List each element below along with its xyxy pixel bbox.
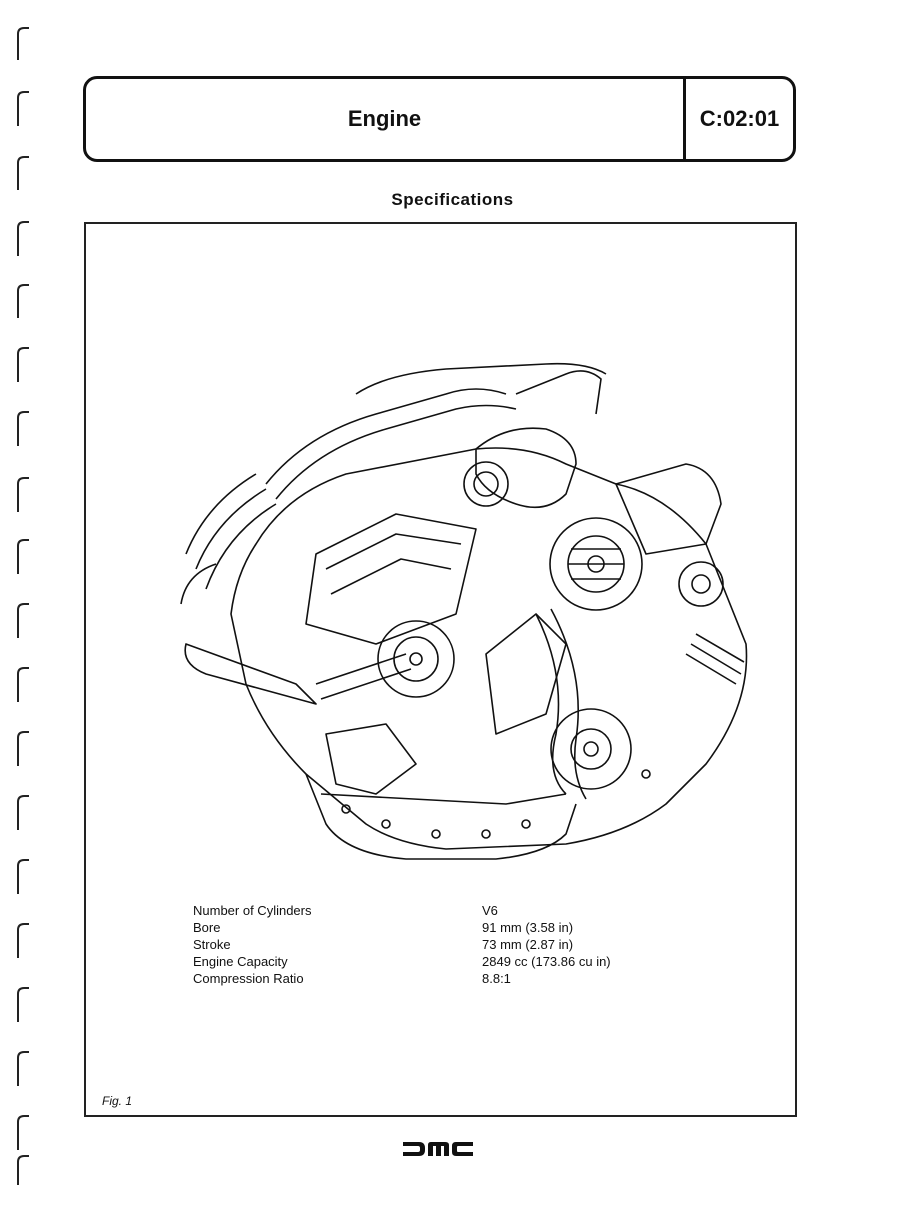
page-title: Engine <box>347 106 422 131</box>
spec-value: 8.8:1 <box>482 971 511 986</box>
spec-row: Stroke 73 mm (2.87 in) <box>193 936 611 953</box>
spec-row: Bore 91 mm (3.58 in) <box>193 919 611 936</box>
spec-label: Compression Ratio <box>193 971 304 986</box>
section-code: C:02:01 <box>699 106 780 131</box>
spec-value: 73 mm (2.87 in) <box>482 937 574 952</box>
spec-label: Number of Cylinders <box>193 903 312 918</box>
spec-value: V6 <box>482 903 498 918</box>
spec-label: Bore <box>193 920 221 935</box>
binder-hooks-graphic <box>17 27 29 1185</box>
spec-value: 2849 cc (173.86 cu in) <box>482 954 611 969</box>
section-title: Specifications <box>391 190 514 209</box>
header-box: Engine C:02:01 <box>83 76 796 162</box>
spec-row: Compression Ratio 8.8:1 <box>193 970 611 987</box>
figure-box: Number of Cylinders V6 Bore 91 mm (3.58 … <box>84 222 797 1117</box>
spec-value: 91 mm (3.58 in) <box>482 920 574 935</box>
figure-caption: Fig. 1 <box>102 1094 133 1108</box>
spec-row: Engine Capacity 2849 cc (173.86 cu in) <box>193 953 611 970</box>
engine-illustration <box>180 362 748 860</box>
specifications-list: Number of Cylinders V6 Bore 91 mm (3.58 … <box>193 902 611 987</box>
header-divider <box>683 79 686 159</box>
binder-hole-marks <box>14 0 44 1206</box>
spec-label: Engine Capacity <box>193 954 288 969</box>
spec-row: Number of Cylinders V6 <box>193 902 611 919</box>
spec-label: Stroke <box>193 937 231 952</box>
dmc-logo <box>403 1142 473 1156</box>
